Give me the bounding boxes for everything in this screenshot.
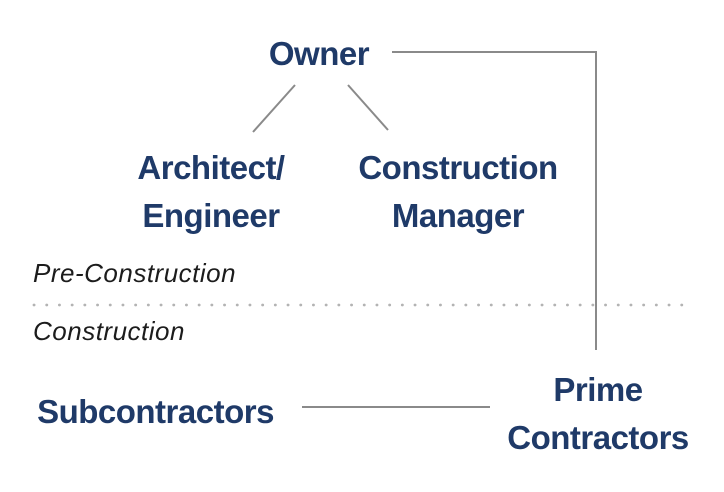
node-architect-engineer-line2: Engineer <box>142 197 280 234</box>
node-architect-engineer-line1: Architect/ <box>137 149 285 186</box>
node-prime-contractors-line2: Contractors <box>507 419 689 456</box>
node-subcontractors: Subcontractors <box>28 388 283 436</box>
node-construction-manager: Construction Manager <box>348 144 568 240</box>
node-subcontractors-label: Subcontractors <box>37 393 274 430</box>
node-construction-manager-line1: Construction <box>358 149 558 186</box>
node-architect-engineer: Architect/ Engineer <box>111 144 311 240</box>
connector-owner-prime-contractors <box>392 51 597 350</box>
node-construction-manager-line2: Manager <box>391 197 525 234</box>
node-owner: Owner <box>239 30 399 78</box>
phase-label-pre-construction: Pre-Construction <box>33 258 237 288</box>
node-prime-contractors: Prime Contractors <box>500 366 696 462</box>
phase-label-construction: Construction <box>33 316 185 346</box>
connector-owner-architect-engineer <box>252 84 296 133</box>
connector-owner-construction-manager <box>347 84 389 131</box>
node-owner-label: Owner <box>268 35 370 72</box>
node-prime-contractors-line1: Prime <box>553 371 643 408</box>
